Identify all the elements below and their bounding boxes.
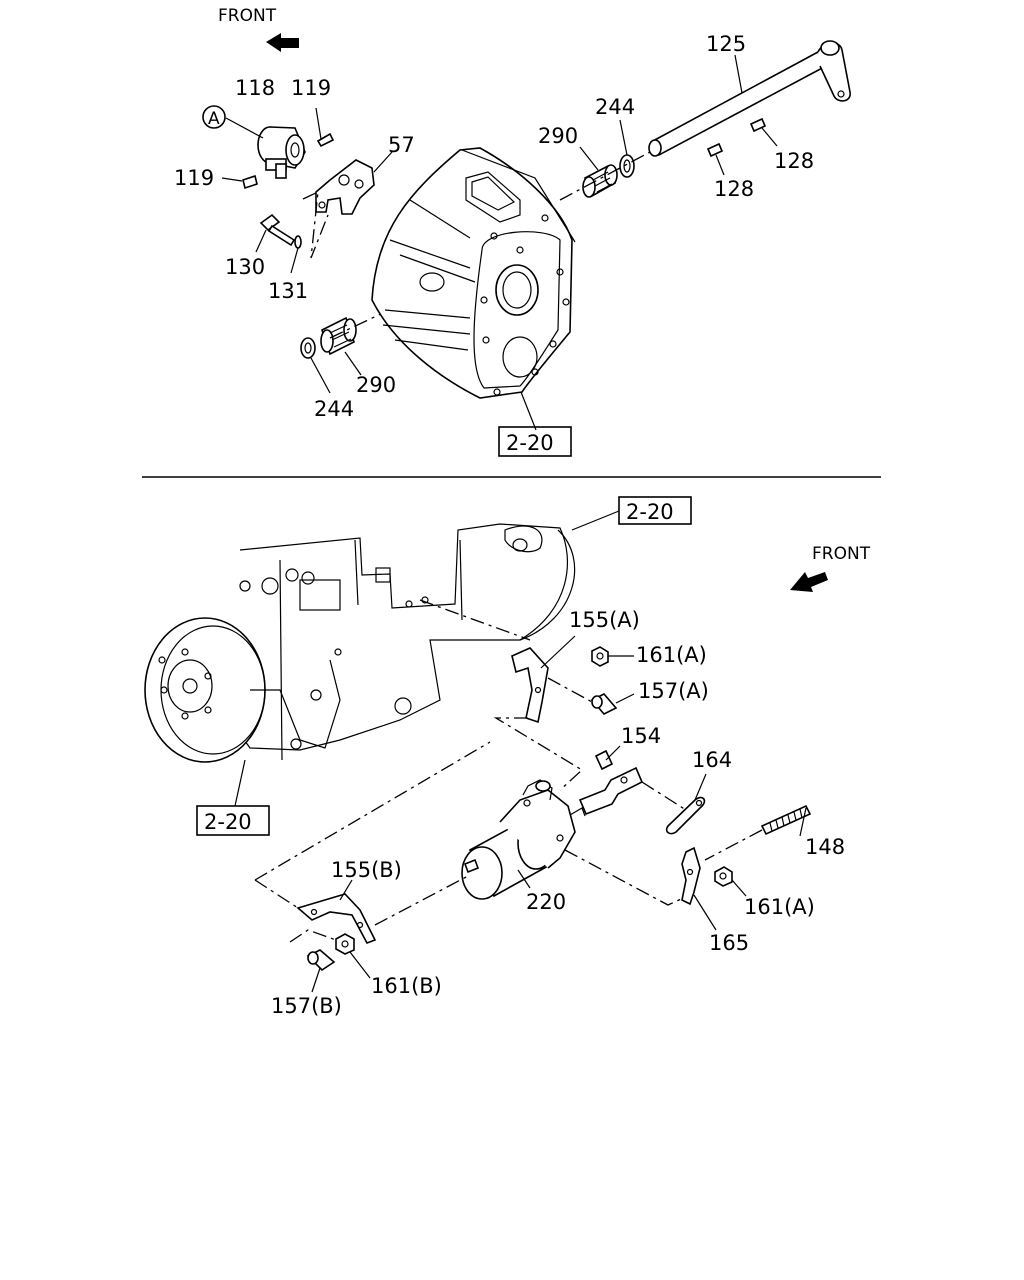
- upper-section: FRONT A: [174, 6, 851, 457]
- front-arrow-lower-icon: [790, 572, 828, 592]
- label-157a: 157(A): [638, 679, 709, 703]
- clutch-cylinder-220: [461, 779, 586, 900]
- washer-131: [290, 235, 302, 274]
- bracket-165: [681, 846, 717, 931]
- front-label-lower: FRONT: [812, 544, 871, 564]
- ref-box-2-20-lower-top: 2-20: [571, 496, 692, 531]
- push-rod-yoke: [578, 766, 687, 816]
- shaft-125: [648, 40, 851, 157]
- release-fork-57: [315, 151, 393, 215]
- front-label-upper: FRONT: [218, 6, 277, 26]
- transmission-assembly: [144, 523, 576, 807]
- bolt-119-a: [315, 107, 335, 148]
- ref-box-2-20-lower-left-text: 2-20: [204, 810, 252, 834]
- label-118: 118: [235, 76, 275, 100]
- ref-box-2-20-lower-top-text: 2-20: [626, 500, 674, 524]
- circle-ref-a: A: [202, 105, 264, 139]
- needle-bearing-290-lower: [320, 316, 362, 376]
- label-164: 164: [692, 748, 732, 772]
- ref-box-2-20-upper: 2-20: [498, 426, 572, 457]
- bolt-130: [255, 213, 296, 253]
- spring-148: [704, 804, 812, 861]
- label-130: 130: [225, 255, 265, 279]
- label-128-a: 128: [774, 149, 814, 173]
- label-244-bottom: 244: [314, 397, 354, 421]
- nut-161b: [335, 933, 371, 979]
- label-220: 220: [526, 890, 566, 914]
- label-244-top: 244: [595, 95, 635, 119]
- lower-section: FRONT 2-20: [144, 496, 871, 1018]
- needle-bearing-290-upper: [579, 146, 618, 198]
- seal-244-lower: [300, 337, 331, 394]
- label-119-top: 119: [291, 76, 331, 100]
- lever-164: [665, 773, 707, 835]
- label-131: 131: [268, 279, 308, 303]
- bolt-119-b: [221, 174, 258, 190]
- circle-ref-a-text: A: [208, 109, 220, 129]
- label-165: 165: [709, 931, 749, 955]
- clutch-housing: [371, 147, 576, 431]
- bracket-155b: [296, 879, 377, 944]
- label-148: 148: [805, 835, 845, 859]
- label-290-top: 290: [538, 124, 578, 148]
- label-155b: 155(B): [331, 858, 402, 882]
- label-154: 154: [621, 724, 661, 748]
- seal-244-upper: [619, 119, 635, 178]
- bracket-155a: [511, 635, 576, 724]
- bolt-157b: [306, 949, 336, 993]
- label-161b: 161(B): [371, 974, 442, 998]
- label-128-b: 128: [714, 177, 754, 201]
- label-125: 125: [706, 32, 746, 56]
- key-128-b: [706, 142, 725, 176]
- nut-161a-lower: [714, 866, 747, 897]
- label-157b: 157(B): [271, 994, 342, 1018]
- bolt-154: [594, 745, 621, 771]
- ref-box-2-20-lower-left: 2-20: [196, 805, 270, 836]
- label-290-bottom: 290: [356, 373, 396, 397]
- bolt-157a: [590, 693, 635, 715]
- release-bearing-118: [257, 126, 306, 179]
- front-arrow-upper-icon: [266, 33, 299, 52]
- label-119-left: 119: [174, 166, 214, 190]
- key-128-a: [749, 117, 778, 147]
- label-155a: 155(A): [569, 608, 640, 632]
- label-161a-lower: 161(A): [744, 895, 815, 919]
- nut-161a-top: [591, 646, 634, 667]
- label-161a-top: 161(A): [636, 643, 707, 667]
- ref-box-2-20-upper-text: 2-20: [506, 431, 554, 455]
- label-57: 57: [388, 133, 415, 157]
